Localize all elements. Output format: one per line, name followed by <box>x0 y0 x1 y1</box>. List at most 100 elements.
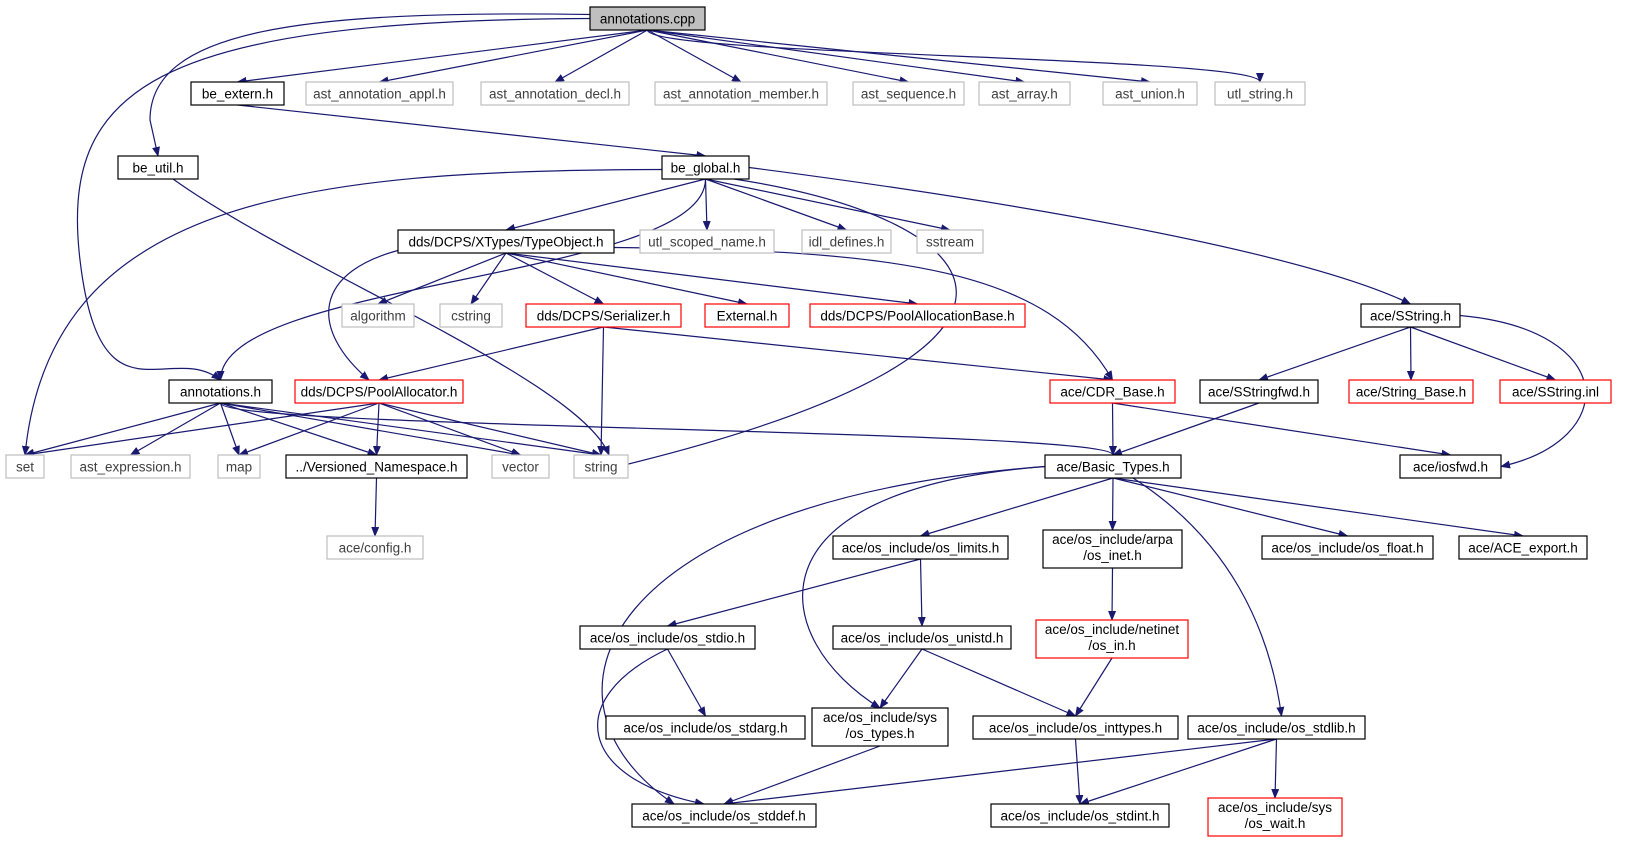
node-box <box>1187 715 1366 740</box>
node-label: utl_scoped_name.h <box>648 235 766 250</box>
node-be-extern-h[interactable]: be_extern.h <box>190 81 285 106</box>
node-os-stdint-h[interactable]: ace/os_include/os_stdint.h <box>990 803 1170 828</box>
edge-sstring_h-to-sstring_inl <box>1410 326 1557 381</box>
edge-os_unistd_h-to-os_inttypes_h <box>921 648 1077 717</box>
node-label: ace/os_include/os_stdarg.h <box>623 721 787 736</box>
node-box <box>832 535 1009 560</box>
edges-layer <box>21 13 1587 807</box>
node-basic-types-h[interactable]: ace/Basic_Types.h <box>1044 454 1182 479</box>
node-cdr-base-h[interactable]: ace/CDR_Base.h <box>1049 379 1176 404</box>
node-box <box>589 6 706 31</box>
node-ace-export-h[interactable]: ace/ACE_export.h <box>1458 535 1588 560</box>
node-box <box>217 454 261 479</box>
node-label: map <box>226 460 252 475</box>
node-versioned-namespace-h[interactable]: ../Versioned_Namespace.h <box>285 454 468 479</box>
edge-os_unistd_h-to-os_types_h <box>879 648 923 709</box>
node-label: ace/iosfwd.h <box>1413 460 1488 475</box>
node-label: ace/os_include/os_stdint.h <box>1000 809 1159 824</box>
node-os-stddef-h[interactable]: ace/os_include/os_stddef.h <box>631 803 817 828</box>
node-sstring-h[interactable]: ace/SString.h <box>1360 303 1461 328</box>
node-os-inttypes-h[interactable]: ace/os_include/os_inttypes.h <box>972 715 1179 740</box>
node-sstring-inl[interactable]: ace/SString.inl <box>1499 379 1612 404</box>
node-label: annotations.h <box>180 385 261 400</box>
node-label: be_util.h <box>132 161 183 176</box>
node-be-global-h[interactable]: be_global.h <box>661 155 750 180</box>
node-external-h[interactable]: External.h <box>704 303 790 328</box>
node-os-stdio-h[interactable]: ace/os_include/os_stdio.h <box>579 625 756 650</box>
node-box <box>801 229 892 254</box>
node-box <box>832 625 1012 650</box>
edge-os_stdio_h-to-os_stdarg_h <box>666 648 707 717</box>
node-algorithm: algorithm <box>341 303 415 328</box>
node-label: ace/config.h <box>339 541 412 556</box>
node-poolallocator-h[interactable]: dds/DCPS/PoolAllocator.h <box>294 379 464 404</box>
edge-serializer_h-to-poolallocator_h <box>378 326 604 382</box>
node-box <box>605 715 806 740</box>
node-box <box>5 454 45 479</box>
node-box <box>525 303 682 328</box>
edge-annotations_h-to-versioned_namespace_h <box>220 402 378 456</box>
node-box <box>397 229 615 254</box>
node-ast-expression-h: ast_expression.h <box>70 454 191 479</box>
node-sstringfwd-h[interactable]: ace/SStringfwd.h <box>1199 379 1319 404</box>
edge-os_inet_h-to-os_in_h <box>1108 567 1117 621</box>
node-box <box>1499 379 1612 404</box>
edge-os_limits_h-to-os_unistd_h <box>917 558 926 627</box>
node-box <box>1348 379 1474 404</box>
node-os-inet-h[interactable]: ace/os_include/arpa/os_inet.h <box>1042 529 1183 569</box>
node-box <box>70 454 191 479</box>
edge-sstringfwd_h-to-basic_types_h <box>1112 402 1260 456</box>
node-os-unistd-h[interactable]: ace/os_include/os_unistd.h <box>832 625 1012 650</box>
node-label: ace/os_include/os_stdio.h <box>590 631 745 646</box>
edge-be_global_h-to-typeobject_h <box>505 178 706 232</box>
edge-basic_types_h-to-os_float_h <box>1112 477 1349 538</box>
node-config-h: ace/config.h <box>326 535 424 560</box>
node-label: ace/os_include/sys <box>1218 800 1332 815</box>
node-label: idl_defines.h <box>809 235 885 250</box>
node-os-float-h[interactable]: ace/os_include/os_float.h <box>1261 535 1434 560</box>
node-box <box>294 379 464 404</box>
edge-typeobject_h-to-poolallocationbase_h <box>505 252 919 307</box>
node-vector: vector <box>491 454 550 479</box>
node-be-util-h[interactable]: be_util.h <box>117 155 199 180</box>
node-label: ace/Basic_Types.h <box>1056 460 1169 475</box>
node-box <box>285 454 468 479</box>
node-typeobject-h[interactable]: dds/DCPS/XTypes/TypeObject.h <box>397 229 615 254</box>
node-os-limits-h[interactable]: ace/os_include/os_limits.h <box>832 535 1009 560</box>
node-sstream: sstream <box>916 229 984 254</box>
node-poolallocationbase-h[interactable]: dds/DCPS/PoolAllocationBase.h <box>809 303 1026 328</box>
node-label: ace/SStringfwd.h <box>1208 385 1310 400</box>
edge-poolallocator_h-to-string <box>378 402 602 457</box>
node-box <box>1261 535 1434 560</box>
node-serializer-h[interactable]: dds/DCPS/Serializer.h <box>525 303 682 328</box>
node-label: be_global.h <box>671 161 741 176</box>
edge-typeobject_h-to-cstring <box>470 252 507 305</box>
edge-annotations_cpp-to-ast_annotation_appl_h <box>378 29 648 85</box>
node-string-base-h[interactable]: ace/String_Base.h <box>1348 379 1474 404</box>
edge-be_global_h-to-idl_defines_h <box>705 178 848 231</box>
node-label: annotations.cpp <box>600 12 695 27</box>
edge-be_global_h-to-utl_scoped_name_h <box>702 178 711 231</box>
edge-os_limits_h-to-os_stdio_h <box>666 558 921 628</box>
node-annotations-cpp: annotations.cpp <box>589 6 706 31</box>
edge-poolallocator_h-to-map <box>238 402 380 456</box>
node-annotations-h[interactable]: annotations.h <box>168 379 273 404</box>
node-set: set <box>5 454 45 479</box>
node-label: ast_annotation_decl.h <box>489 87 621 102</box>
node-label: algorithm <box>350 309 406 324</box>
node-box <box>631 803 817 828</box>
node-label: /os_types.h <box>845 726 914 741</box>
node-os-stdarg-h[interactable]: ace/os_include/os_stdarg.h <box>605 715 806 740</box>
node-box <box>579 625 756 650</box>
node-os-types-h[interactable]: ace/os_include/sys/os_types.h <box>811 707 949 747</box>
node-label: ace/os_include/arpa <box>1052 532 1173 547</box>
edge-sstring_h-to-string_base_h <box>1406 326 1415 381</box>
node-box <box>1042 529 1183 569</box>
node-os-stdlib-h[interactable]: ace/os_include/os_stdlib.h <box>1187 715 1366 740</box>
node-box <box>916 229 984 254</box>
node-os-wait-h[interactable]: ace/os_include/sys/os_wait.h <box>1207 797 1343 837</box>
node-os-in-h[interactable]: ace/os_include/netinet/os_in.h <box>1035 619 1189 659</box>
edge-typeobject_h-to-external_h <box>505 252 748 307</box>
node-iosfwd-h[interactable]: ace/iosfwd.h <box>1399 454 1502 479</box>
edge-annotations_cpp-to-ast_array_h <box>647 29 1026 85</box>
